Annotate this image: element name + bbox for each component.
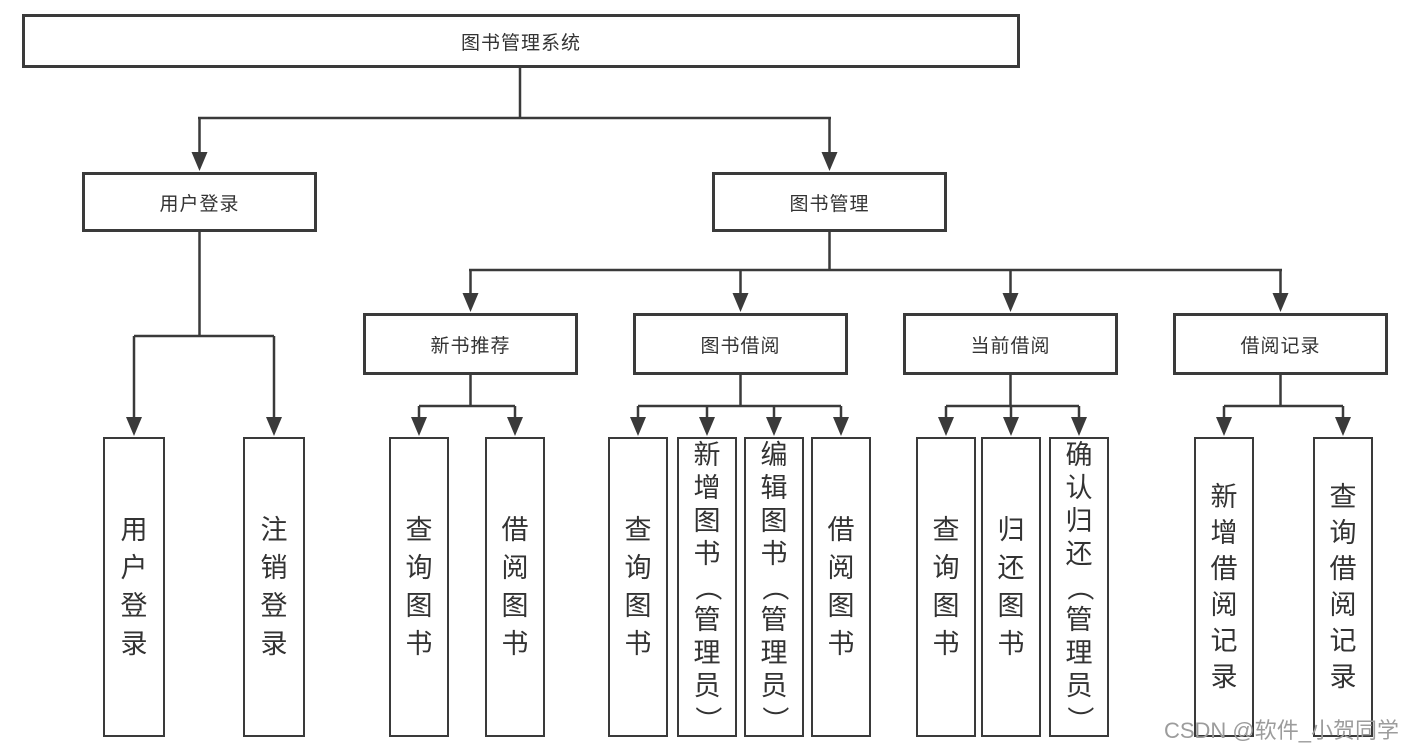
leaf-current-confirm-return-admin: 确认归还（管理员） [1049, 437, 1109, 737]
leaf-logout-login: 注销登录 [243, 437, 305, 737]
node-user-login: 用户登录 [82, 172, 317, 232]
node-borrow-records: 借阅记录 [1173, 313, 1388, 375]
node-label: 用户登录 [159, 193, 240, 215]
node-root-system: 图书管理系统 [22, 14, 1020, 68]
csdn-watermark: CSDN @软件_小贺同学 [1163, 718, 1399, 743]
arrowheads [126, 152, 1351, 436]
node-label: 新书推荐 [430, 335, 511, 357]
leaf-records-add-record: 新增借阅记录 [1194, 437, 1254, 737]
leaf-borrow-borrow-book: 借阅图书 [811, 437, 871, 737]
node-label: 图书借阅 [700, 335, 781, 357]
leaf-current-query-book: 查询图书 [916, 437, 976, 737]
node-book-management: 图书管理 [712, 172, 947, 232]
leaf-current-return-book: 归还图书 [981, 437, 1041, 737]
leaf-records-query-record: 查询借阅记录 [1313, 437, 1373, 737]
leaf-borrow-edit-book-admin: 编辑图书（管理员） [744, 437, 804, 737]
leaf-borrow-query-book: 查询图书 [608, 437, 668, 737]
node-label: 图书管理系统 [460, 32, 581, 54]
node-label: 借阅记录 [1240, 335, 1321, 357]
leaf-user-login: 用户登录 [103, 437, 165, 737]
leaf-recommend-borrow-book: 借阅图书 [485, 437, 545, 737]
leaf-borrow-add-book-admin: 新增图书（管理员） [677, 437, 737, 737]
node-current-borrow: 当前借阅 [903, 313, 1118, 375]
node-label: 图书管理 [789, 193, 870, 215]
leaf-recommend-query-book: 查询图书 [389, 437, 449, 737]
node-label: 当前借阅 [970, 335, 1051, 357]
node-new-book-recommend: 新书推荐 [363, 313, 578, 375]
node-book-borrow: 图书借阅 [633, 313, 848, 375]
connector-paths [132, 67, 1345, 419]
